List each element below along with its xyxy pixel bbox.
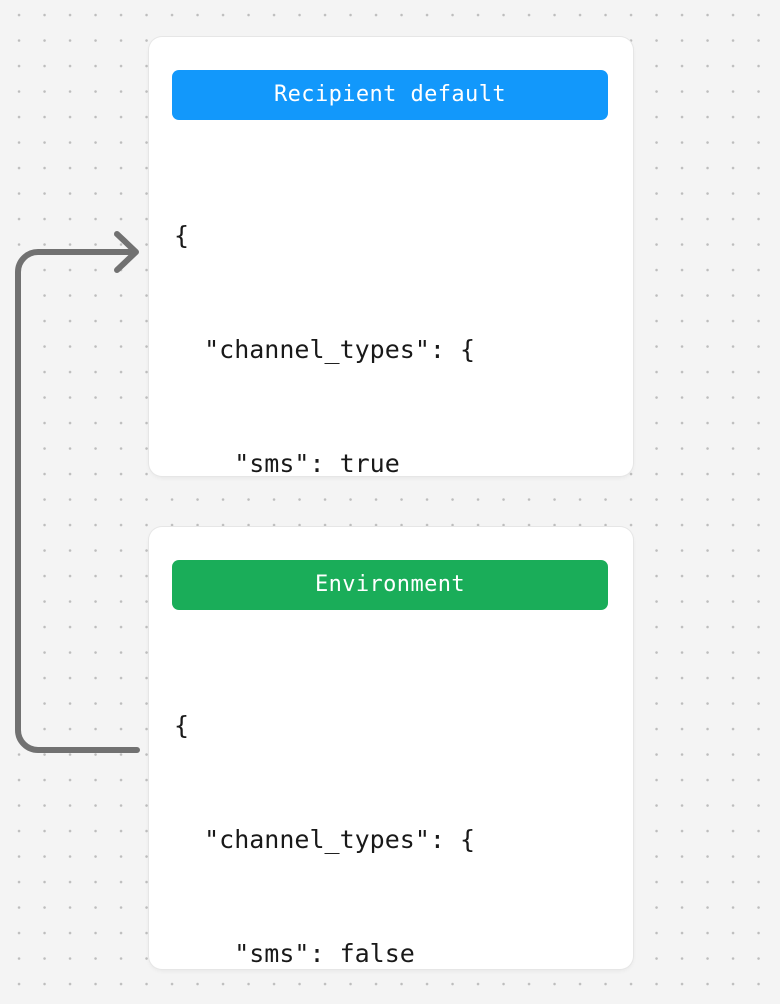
code-block-environment: { "channel_types": { "sms": false }, "ca… <box>174 631 619 969</box>
card-header-label: Environment <box>314 572 466 597</box>
code-line: "sms": true <box>174 449 400 476</box>
code-line: { <box>174 221 190 250</box>
code-line: "sms": false <box>174 939 415 968</box>
card-header-environment: Environment <box>172 560 608 610</box>
card-recipient-default[interactable]: Recipient default { "channel_types": { "… <box>149 37 633 476</box>
code-block-recipient-default: { "channel_types": { "sms": true }, "cat… <box>174 141 619 476</box>
card-header-label: Recipient default <box>274 82 506 107</box>
arrow-path <box>15 249 140 753</box>
code-line: { <box>174 711 190 740</box>
card-environment[interactable]: Environment { "channel_types": { "sms": … <box>149 527 633 969</box>
card-header-recipient-default: Recipient default <box>172 70 608 120</box>
code-line: "channel_types": { <box>174 335 476 364</box>
code-line: "channel_types": { <box>174 825 476 854</box>
arrow-head-icon <box>114 231 139 273</box>
